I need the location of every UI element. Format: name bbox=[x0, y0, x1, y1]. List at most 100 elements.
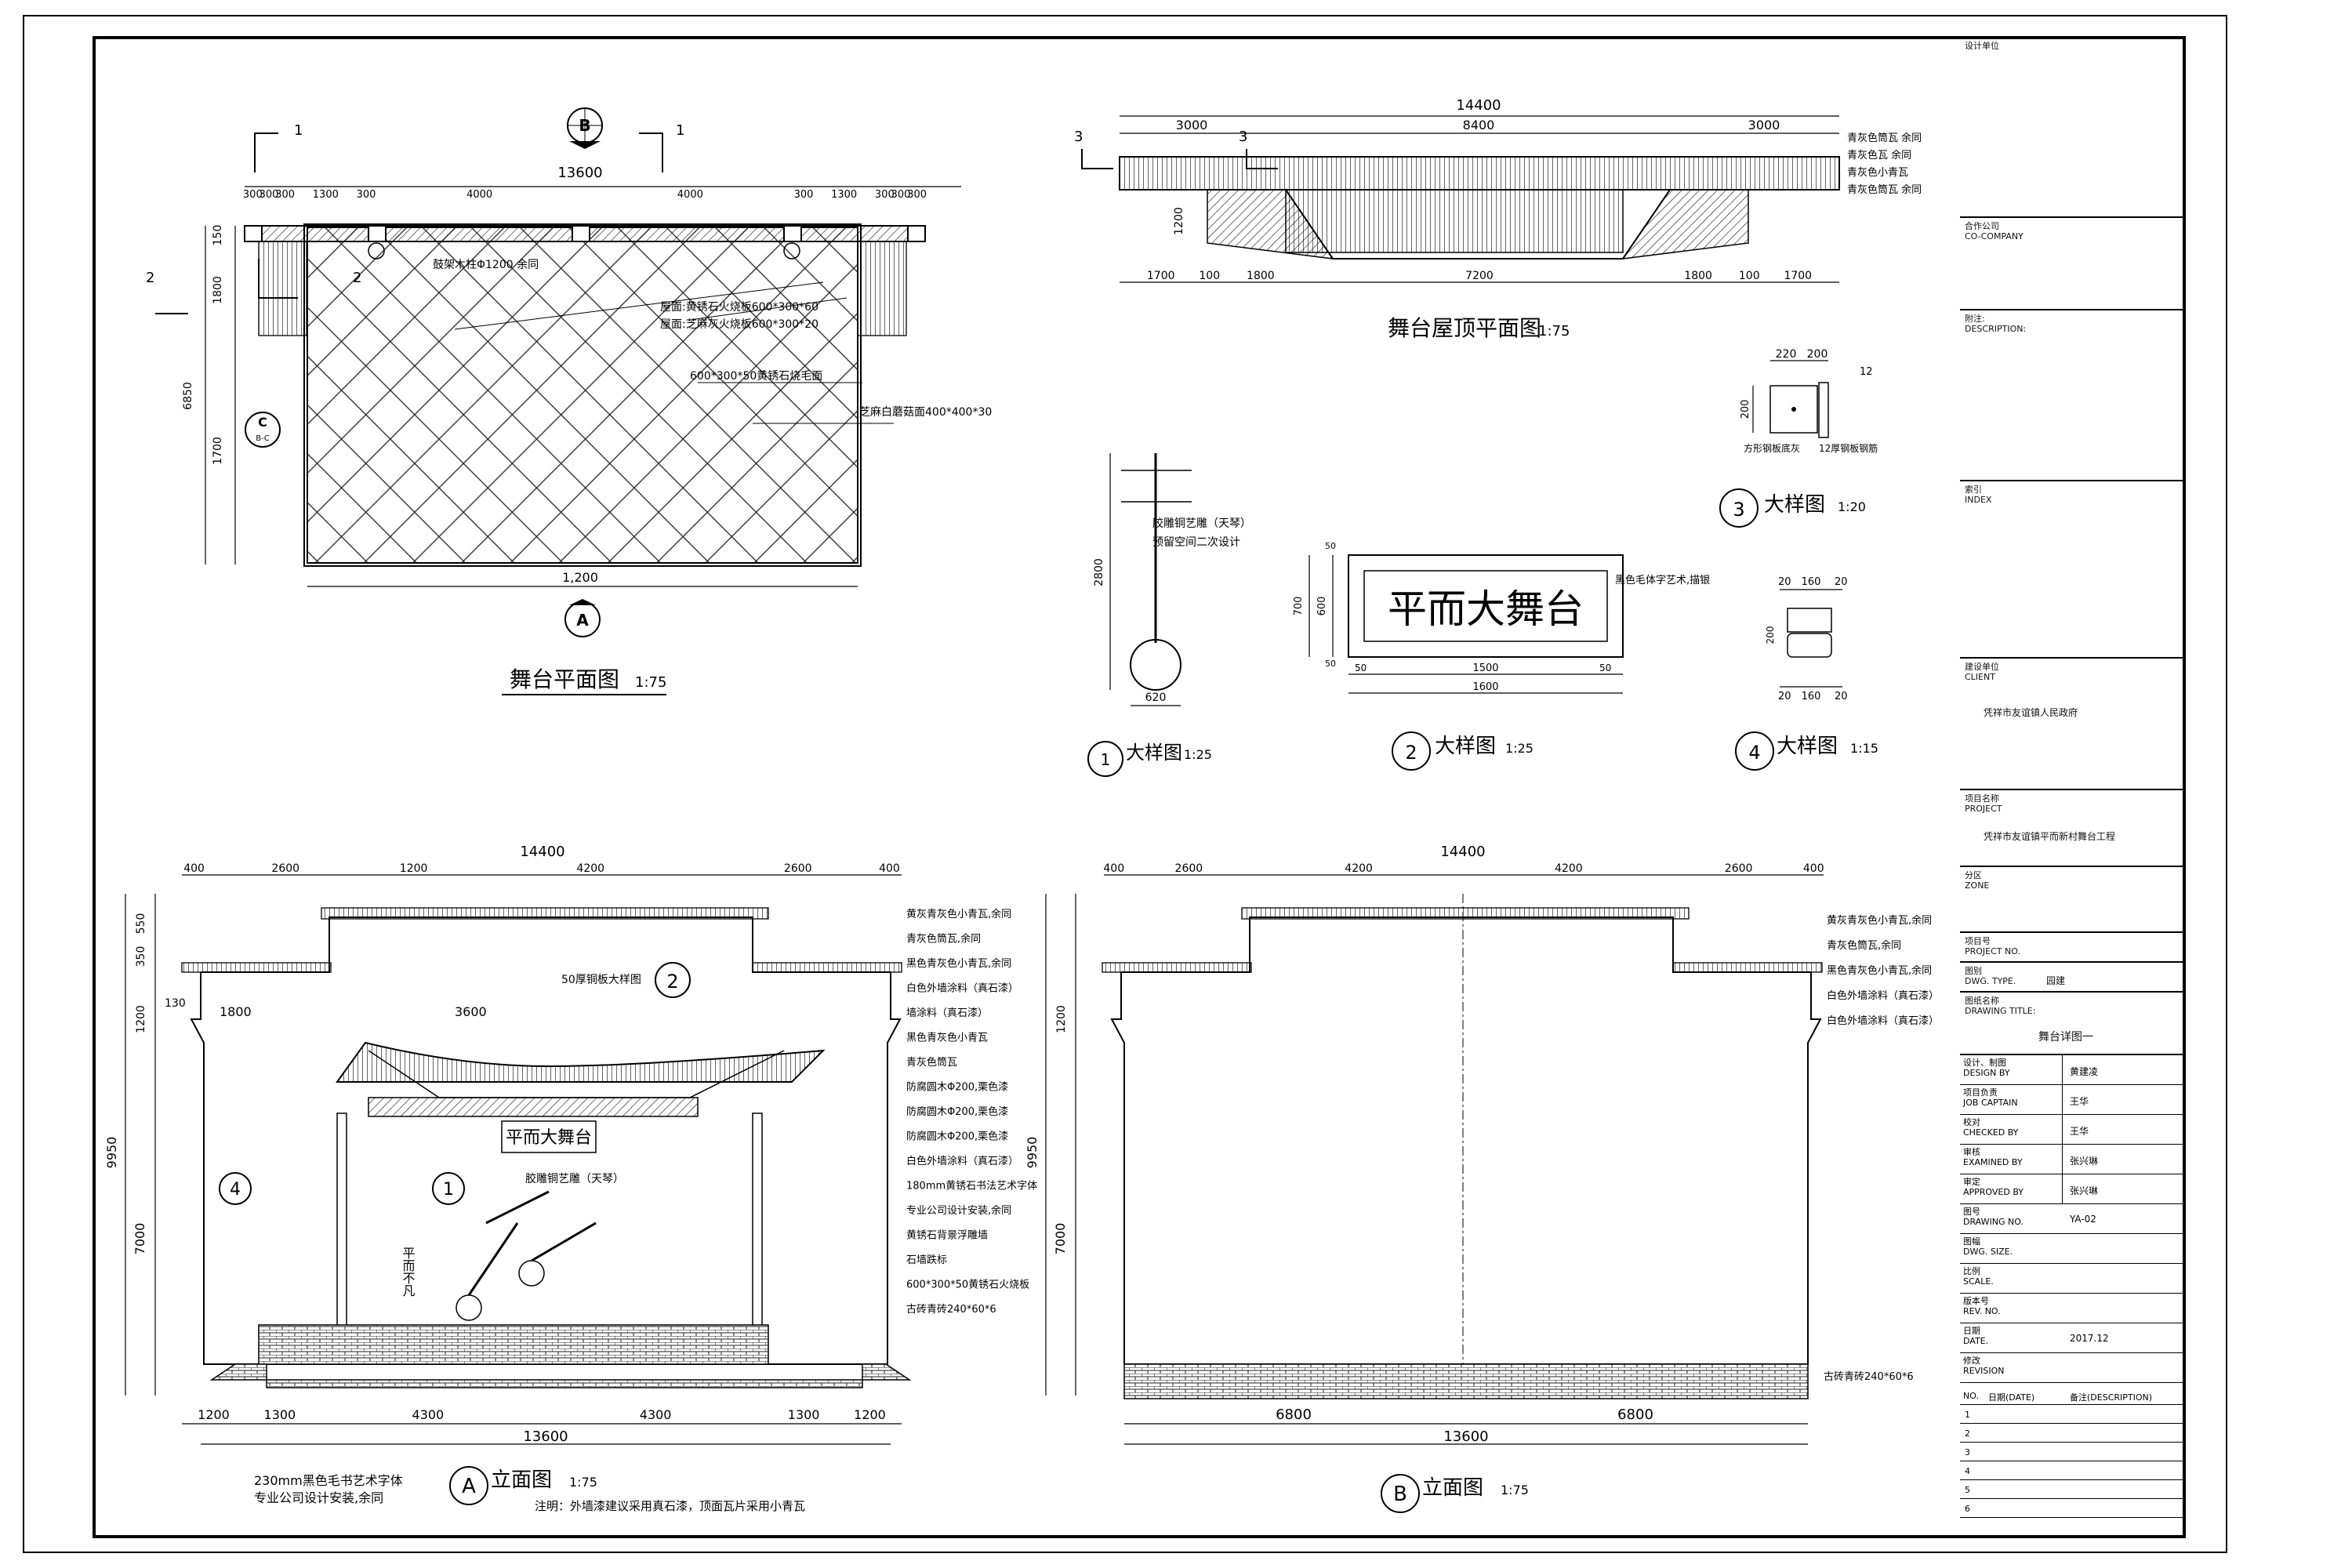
svg-text:200: 200 bbox=[1740, 400, 1751, 419]
svg-text:9950: 9950 bbox=[1025, 1137, 1040, 1169]
tb-desc: 附注: DESCRIPTION: bbox=[1960, 310, 2184, 481]
dim-text: 1200 bbox=[400, 862, 428, 875]
svg-text:1:20: 1:20 bbox=[1838, 499, 1866, 514]
svg-text:舞台屋顶平面图: 舞台屋顶平面图 bbox=[1388, 315, 1541, 341]
svg-text:20: 20 bbox=[1778, 576, 1791, 588]
tb-row-value: YA-02 bbox=[2070, 1214, 2096, 1225]
callout-note: 防腐圆木Φ200,栗色漆 bbox=[906, 1131, 1008, 1143]
dim-text: 1200 bbox=[198, 1407, 230, 1422]
svg-text:2: 2 bbox=[146, 270, 154, 286]
tb-rev-row: 6 bbox=[1960, 1501, 2184, 1518]
svg-text:专业公司设计安装,余同: 专业公司设计安装,余同 bbox=[254, 1490, 383, 1505]
dim-text: 4000 bbox=[677, 189, 703, 201]
svg-text:立面图: 立面图 bbox=[1422, 1476, 1483, 1500]
dim-text: 1300 bbox=[788, 1407, 820, 1422]
tb-row: 版本号 REV. NO. bbox=[1960, 1294, 2184, 1323]
tb-client: 建设单位 CLIENT 凭祥市友谊镇人民政府 bbox=[1960, 659, 2184, 790]
svg-text:700: 700 bbox=[1293, 597, 1305, 616]
callout-note: 青灰色筒瓦 余同 bbox=[1847, 132, 1922, 144]
callout-note: 青灰色小青瓦 bbox=[1847, 166, 1908, 179]
callout-note: 黄灰青灰色小青瓦,余同 bbox=[906, 908, 1011, 920]
dim-text: 2600 bbox=[1725, 862, 1753, 875]
tb-rev-num: 6 bbox=[1965, 1504, 1970, 1514]
callout-note: 青灰色筒瓦,余同 bbox=[1827, 939, 1901, 952]
tb-row-caption: 设计、制图 DESIGN BY bbox=[1963, 1058, 2010, 1078]
svg-text:50厚铜板大样图: 50厚铜板大样图 bbox=[561, 974, 641, 986]
tb-divider bbox=[2062, 1055, 2063, 1204]
svg-text:C: C bbox=[258, 415, 267, 430]
tb-projno: 项目号 PROJECT NO. bbox=[1960, 933, 2184, 963]
svg-text:1800: 1800 bbox=[212, 276, 224, 304]
callout-note: 青灰色筒瓦,余同 bbox=[906, 933, 981, 946]
svg-text:2: 2 bbox=[666, 971, 678, 993]
callout-note: 青灰色瓦 余同 bbox=[1847, 149, 1911, 162]
svg-text:350: 350 bbox=[135, 946, 147, 967]
svg-text:立面图: 立面图 bbox=[491, 1468, 552, 1492]
tb-row: 比例 SCALE. bbox=[1960, 1264, 2184, 1294]
callout-note: 防腐圆木Φ200,栗色漆 bbox=[906, 1081, 1008, 1094]
inner-frame bbox=[93, 36, 2186, 1538]
callout-note: 防腐圆木Φ200,栗色漆 bbox=[906, 1105, 1008, 1118]
svg-text:大样图: 大样图 bbox=[1126, 742, 1182, 764]
callout-note: 黑色青灰色小青瓦,余同 bbox=[906, 957, 1011, 970]
svg-text:50: 50 bbox=[1355, 662, 1367, 673]
tb-rev-head-cell: 备注(DESCRIPTION) bbox=[2070, 1392, 2153, 1403]
tb-row: 修改 REVISION bbox=[1960, 1353, 2184, 1383]
svg-text:大样图: 大样图 bbox=[1764, 493, 1825, 517]
dim-text: 4200 bbox=[576, 862, 604, 875]
svg-text:14400: 14400 bbox=[1456, 97, 1501, 114]
svg-text:4: 4 bbox=[1748, 742, 1760, 764]
dim-text: 1700 bbox=[1147, 270, 1175, 282]
dim-text: 400 bbox=[879, 862, 900, 875]
svg-text:预留空间二次设计: 预留空间二次设计 bbox=[1152, 536, 1240, 549]
tb-row-value: 2017.12 bbox=[2070, 1333, 2109, 1344]
svg-text:12: 12 bbox=[1860, 366, 1873, 378]
dim-text: 1800 bbox=[1247, 270, 1275, 282]
svg-text:9950: 9950 bbox=[104, 1137, 119, 1169]
tb-row: 设计、制图 DESIGN BY 黄建凌 bbox=[1960, 1055, 2184, 1085]
svg-text:1: 1 bbox=[1101, 750, 1111, 769]
tb-row-caption: 审定 APPROVED BY bbox=[1963, 1177, 2024, 1197]
tb-dwgtype: 图别 DWG. TYPE. 园建 bbox=[1960, 963, 2184, 993]
dim-text: 300 bbox=[275, 189, 295, 201]
svg-text:2: 2 bbox=[1405, 742, 1417, 764]
tb-zone: 分区 ZONE bbox=[1960, 867, 2184, 933]
svg-text:2: 2 bbox=[353, 270, 361, 286]
svg-text:1800: 1800 bbox=[220, 1004, 252, 1019]
svg-text:14400: 14400 bbox=[520, 844, 564, 860]
dim-text: 400 bbox=[1803, 862, 1824, 875]
dim-text: 1200 bbox=[854, 1407, 886, 1422]
svg-text:平而大舞台: 平而大舞台 bbox=[506, 1128, 592, 1148]
svg-text:220: 220 bbox=[1776, 348, 1797, 361]
tb-rev-row: 5 bbox=[1960, 1482, 2184, 1499]
callout-note: 屋面:芝麻灰火烧板600*300*20 bbox=[660, 318, 818, 331]
svg-text:4: 4 bbox=[230, 1180, 241, 1200]
tb-row-caption: 图号 DRAWING NO. bbox=[1963, 1207, 2024, 1227]
tb-rev-head-cell: NO. bbox=[1963, 1391, 1979, 1401]
dim-text: 2600 bbox=[784, 862, 812, 875]
svg-text:150: 150 bbox=[212, 225, 224, 246]
callout-note: 墙涂料（真石漆） bbox=[906, 1007, 988, 1019]
dim-text: 4200 bbox=[1345, 862, 1373, 875]
tb-design-unit: 设计单位 bbox=[1960, 38, 2184, 218]
callout-note: 600*300*50黄锈石火烧板 bbox=[906, 1279, 1029, 1291]
marker-b-top: B bbox=[567, 107, 603, 149]
svg-text:1:75: 1:75 bbox=[1538, 323, 1570, 339]
callout-note: 白色外墙涂料（真石漆） bbox=[1827, 1014, 1939, 1027]
outer-frame bbox=[23, 15, 2227, 1553]
tb-project: 项目名称 PROJECT 凭祥市友谊镇平而新村舞台工程 bbox=[1960, 790, 2184, 867]
tb-row-value: 黄建凌 bbox=[2070, 1066, 2099, 1077]
dim-text: 300 bbox=[891, 189, 911, 201]
svg-text:620: 620 bbox=[1145, 691, 1167, 704]
dim-text: 4300 bbox=[640, 1407, 672, 1422]
sign-text: 平而大舞台 bbox=[1388, 586, 1584, 632]
tb-rev-row: 4 bbox=[1960, 1463, 2184, 1480]
svg-text:1600: 1600 bbox=[1472, 681, 1498, 693]
svg-text:13600: 13600 bbox=[523, 1428, 568, 1445]
